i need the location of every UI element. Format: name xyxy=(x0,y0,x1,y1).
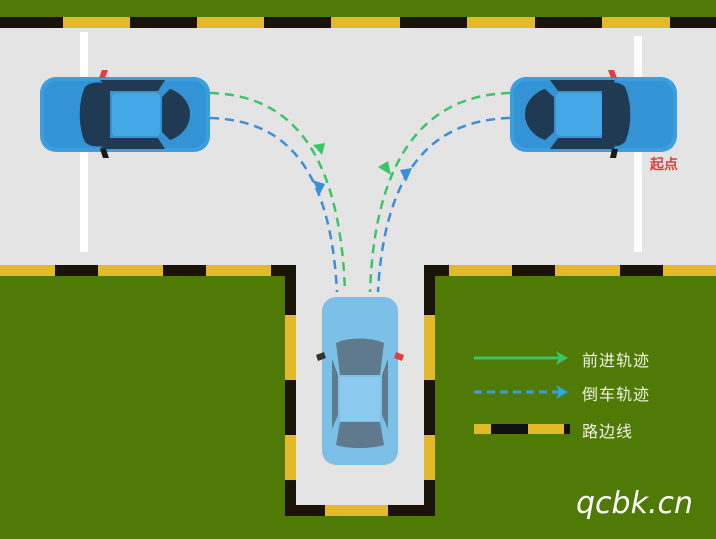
forward-path-right xyxy=(368,91,511,293)
legend-reverse-label: 倒车轨迹 xyxy=(582,385,651,404)
reverse-path-right xyxy=(376,116,511,293)
car-top-left xyxy=(40,70,210,158)
reverse-arrow-right xyxy=(400,168,412,182)
legend-graphics xyxy=(474,351,570,434)
right-lower-curb xyxy=(424,265,716,515)
legend-curb-label: 路边线 xyxy=(582,422,634,441)
top-curb xyxy=(0,17,716,28)
legend-forward-arrow-icon xyxy=(556,351,568,365)
start-label: 起点 xyxy=(650,157,678,173)
forward-path-left xyxy=(209,91,347,293)
legend-forward-label: 前进轨迹 xyxy=(582,351,651,370)
forward-arrow-right xyxy=(378,161,391,175)
legend-reverse-arrow-icon xyxy=(556,385,568,399)
left-lower-curb xyxy=(0,265,296,515)
trajectories xyxy=(209,91,511,293)
watermark: qcbk.cn xyxy=(576,486,693,521)
forward-arrow-left xyxy=(313,143,325,155)
reverse-arrow-left xyxy=(312,180,325,194)
reverse-path-left xyxy=(209,116,339,293)
car-top-right xyxy=(510,70,677,158)
car-parked xyxy=(316,297,404,465)
bay-bottom-curb xyxy=(285,505,435,516)
